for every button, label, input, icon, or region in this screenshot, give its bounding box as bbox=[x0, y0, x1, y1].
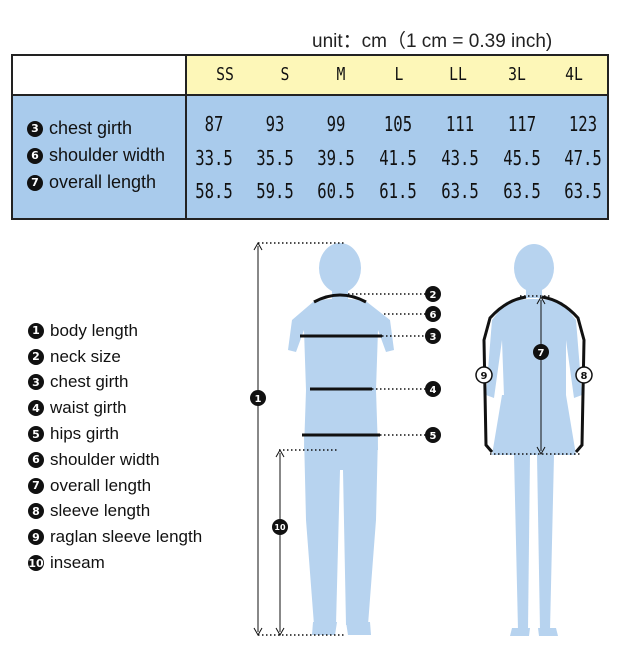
marker-badge bbox=[475, 366, 493, 384]
marker-text: 4 bbox=[430, 385, 437, 396]
marker-badge: 3 bbox=[27, 120, 43, 137]
table-cell: 41.5 bbox=[379, 146, 417, 170]
front-measure-lines bbox=[253, 241, 426, 637]
marker-badge bbox=[533, 344, 549, 360]
table-cell: 47.5 bbox=[564, 146, 602, 170]
marker-badge: 7 bbox=[27, 174, 43, 191]
unit-note: unit：cm（1 cm = 0.39 inch) bbox=[312, 31, 553, 52]
marker-text: 9 bbox=[481, 371, 488, 382]
marker-text: 3 bbox=[430, 332, 437, 343]
marker-badge bbox=[250, 390, 266, 406]
marker-text: 7 bbox=[538, 348, 545, 359]
marker-text: 10 bbox=[274, 523, 286, 532]
marker-badge bbox=[575, 366, 593, 384]
size-header: 4L bbox=[565, 64, 583, 85]
size-header: SS bbox=[216, 64, 234, 85]
table-cell: 87 bbox=[204, 112, 224, 136]
size-header: L bbox=[394, 64, 404, 85]
marker-text: 2 bbox=[430, 290, 437, 301]
values-grid: 87 93 99 105 111 117 123 33.5 35.5 39.5 … bbox=[187, 96, 607, 218]
table-cell: 93 bbox=[265, 112, 285, 136]
table-cell: 111 bbox=[445, 112, 475, 136]
marker-badge bbox=[425, 286, 441, 302]
marker-badge: 1 bbox=[28, 322, 44, 339]
table-cell: 35.5 bbox=[256, 146, 294, 170]
back-figure bbox=[486, 244, 582, 636]
table-cell: 63.5 bbox=[503, 179, 541, 203]
marker-badge bbox=[425, 328, 441, 344]
marker-badge bbox=[425, 427, 441, 443]
marker-badge bbox=[425, 381, 441, 397]
marker-badge: 7 bbox=[28, 477, 44, 494]
table-cell: 39.5 bbox=[317, 146, 355, 170]
marker-badge: 8 bbox=[28, 503, 44, 520]
table-cell: 123 bbox=[568, 112, 598, 136]
table-cell: 99 bbox=[326, 112, 346, 136]
table-cell: 63.5 bbox=[441, 179, 479, 203]
marker-badge: 10 bbox=[28, 555, 44, 572]
size-header-row: SS S M L LL 3L 4L bbox=[187, 56, 607, 96]
figure-markers: 1 2 6 3 4 5 10 7 9 8 bbox=[250, 286, 593, 535]
table-cell: 60.5 bbox=[317, 179, 355, 203]
table-cell: 61.5 bbox=[379, 179, 417, 203]
marker-badge: 3 bbox=[28, 374, 44, 391]
table-cell: 43.5 bbox=[441, 146, 479, 170]
size-header: M bbox=[336, 64, 346, 85]
table-cell: 45.5 bbox=[503, 146, 541, 170]
back-measure-lines bbox=[482, 295, 586, 456]
table-cell: 33.5 bbox=[195, 146, 233, 170]
marker-badge bbox=[425, 306, 441, 322]
table-cell: 63.5 bbox=[564, 179, 602, 203]
marker-badge: 9 bbox=[28, 529, 44, 546]
size-header: LL bbox=[449, 64, 467, 85]
marker-text: 8 bbox=[581, 371, 588, 382]
front-figure bbox=[288, 243, 394, 635]
header-blank-cell bbox=[13, 56, 187, 96]
marker-text: 1 bbox=[255, 394, 262, 405]
table-cell: 117 bbox=[507, 112, 537, 136]
table-cell: 105 bbox=[383, 112, 413, 136]
size-header: S bbox=[280, 64, 290, 85]
table-cell: 59.5 bbox=[256, 179, 294, 203]
marker-badge bbox=[272, 519, 288, 535]
size-header: 3L bbox=[508, 64, 526, 85]
table-cell: 58.5 bbox=[195, 179, 233, 203]
marker-badge: 6 bbox=[28, 451, 44, 468]
marker-text: 5 bbox=[430, 431, 437, 442]
marker-badge: 2 bbox=[28, 348, 44, 365]
marker-badge: 6 bbox=[27, 147, 43, 164]
marker-badge: 4 bbox=[28, 400, 44, 417]
marker-text: 6 bbox=[430, 310, 437, 321]
marker-badge: 5 bbox=[28, 426, 44, 443]
